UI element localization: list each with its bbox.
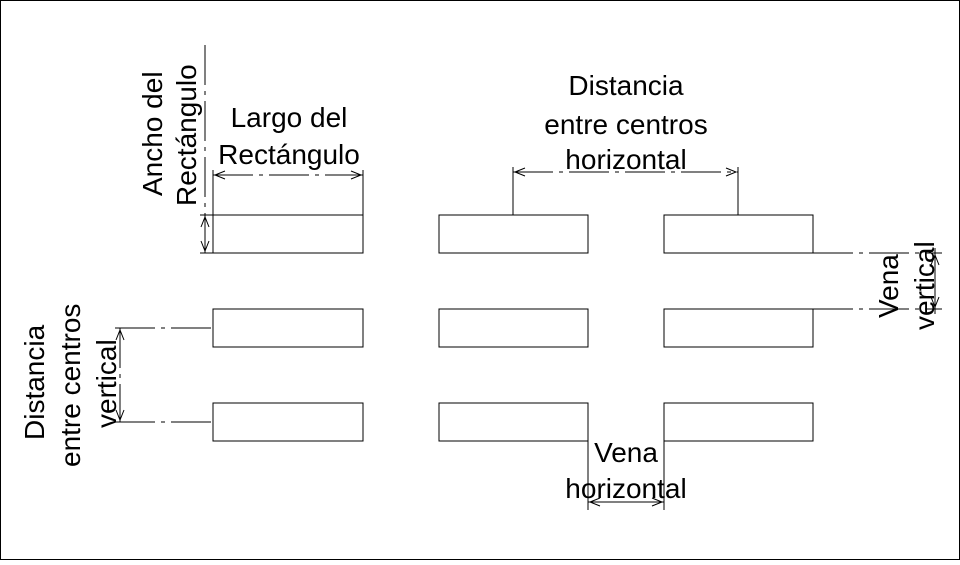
rectangle-r1c1 <box>212 214 364 254</box>
rectangle-r3c3 <box>663 402 814 442</box>
width-label-line2: Rectángulo <box>171 64 202 206</box>
hcenter-label-line3: horizontal <box>565 144 686 175</box>
hvein-label-line1: Vena <box>594 437 658 468</box>
hcenter-dimension <box>512 167 739 215</box>
hvein-arrow-left <box>588 497 601 507</box>
length-label-line2: Rectángulo <box>218 139 360 170</box>
length-dimension <box>212 170 364 215</box>
rectangle-r3c2 <box>438 402 589 442</box>
rectangle-r1c2 <box>438 214 589 254</box>
rectangle-r2c1 <box>212 308 364 348</box>
vvein-arrow-bottom <box>930 296 940 309</box>
width-arrow-top <box>200 215 210 228</box>
width-arrow-bottom <box>200 240 210 253</box>
vcenter-label-line2: entre centros <box>55 304 86 467</box>
vcenter-label-line3: vertical <box>91 339 122 428</box>
rectangle-r1c3 <box>663 214 814 254</box>
hvein-dimension <box>587 441 665 510</box>
rectangle-grid <box>212 214 814 442</box>
width-label-line1: Ancho del <box>137 71 168 196</box>
rectangle-r3c1 <box>212 402 364 442</box>
rectangle-r2c2 <box>438 308 589 348</box>
hcenter-label-line1: Distancia <box>568 70 684 101</box>
width-dimension <box>200 45 213 254</box>
vcenter-arrow-bottom <box>115 409 125 422</box>
hcenter-arrow-left <box>513 167 526 177</box>
rectangle-r2c3 <box>663 308 814 348</box>
length-arrow-left <box>213 170 226 180</box>
hcenter-label-line2: entre centros <box>544 109 707 140</box>
length-arrow-right <box>350 170 363 180</box>
hcenter-arrow-right <box>725 167 738 177</box>
length-label-line1: Largo del <box>231 102 348 133</box>
hvein-label-line2: horizontal <box>565 473 686 504</box>
vcenter-dimension <box>115 327 213 423</box>
vcenter-arrow-top <box>115 328 125 341</box>
vvein-arrow-top <box>930 253 940 266</box>
vvein-dimension <box>813 248 942 314</box>
vvein-label-line2: vertical <box>909 241 940 330</box>
vcenter-label-line1: Distancia <box>19 324 50 440</box>
hvein-arrow-right <box>651 497 664 507</box>
vvein-label-line1: Vena <box>873 254 904 318</box>
